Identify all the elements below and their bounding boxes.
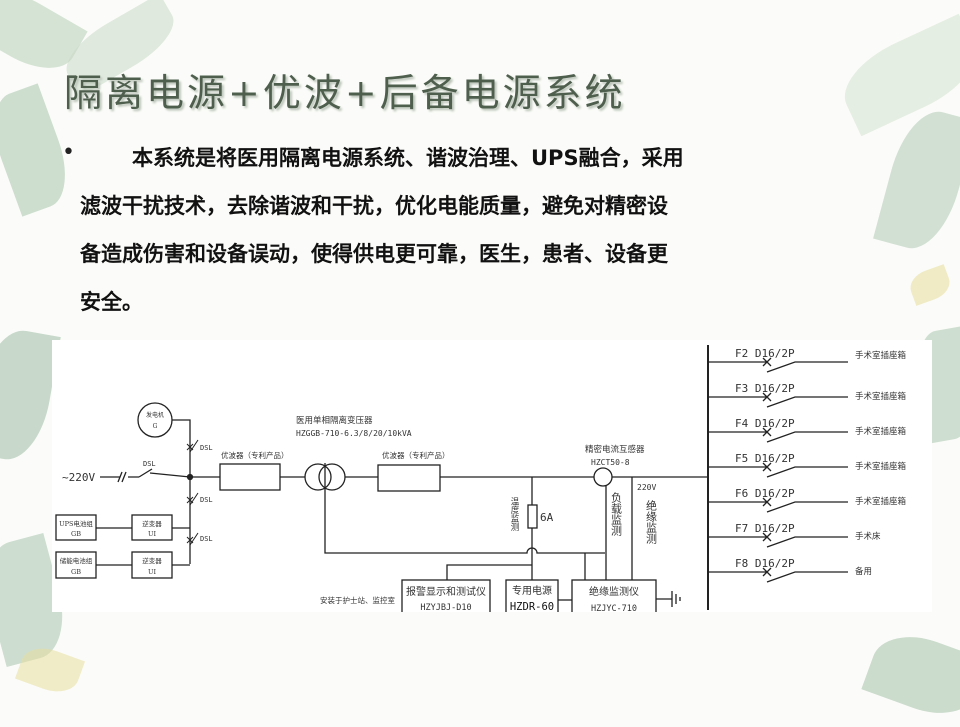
source-voltage-label: ~220V (62, 471, 95, 484)
load-label: 备用 (855, 566, 872, 577)
breaker-symbol (708, 497, 848, 513)
branch-circuit: F7 D16/2P 手术床 (708, 522, 881, 548)
source-line (100, 472, 191, 478)
isolation-transformer: 医用单相隔离变压器 HZGGB-710-6.3/8/20/10kVA (296, 415, 605, 554)
circuit-diagram: 发电机 G ~220V DSL DSL DSL DSL UPS电池组 GB 逆变… (52, 340, 932, 618)
svg-text:温度监测: 温度监测 (509, 496, 519, 532)
paragraph-line: 滤波干扰技术，去除谐波和干扰，优化电能质量，避免对精密设 (80, 194, 668, 218)
dsl-label: DSL (143, 460, 156, 468)
svg-text:GB: GB (71, 530, 81, 538)
storage-battery: 储能电池组 GB (55, 551, 97, 579)
svg-text:DSL: DSL (200, 535, 213, 543)
generator: 发电机 G (137, 402, 191, 564)
paragraph-line: 本系统是将医用隔离电源系统、谐波治理、UPS融合，采用 (132, 146, 684, 170)
paragraph-line: 备造成伤害和设备误动，使得供电更可靠，医生，患者、设备更 (80, 242, 668, 266)
ups-battery: UPS电池组 GB (55, 514, 97, 541)
svg-text:逆变器: 逆变器 (142, 556, 162, 565)
paragraph-line: 安全。 (80, 290, 143, 314)
load-label: 手术床 (855, 531, 881, 542)
svg-text:绝缘监测仪: 绝缘监测仪 (589, 585, 639, 598)
dsl-switch-main (138, 468, 153, 478)
inverter-1: 逆变器 UI (131, 514, 173, 541)
power-model-label: HZDR-60 (510, 601, 554, 612)
load-label: 手术室插座箱 (855, 350, 907, 361)
breaker-label: F2 D16/2P (735, 347, 795, 360)
current-transformer: 精密电流互感器 HZCT50-8 负载监测 (584, 444, 645, 580)
dedicated-power: 专用电源 HZDR-60 (505, 579, 559, 618)
bullet-marker: • (62, 140, 75, 165)
breaker-label: F5 D16/2P (735, 452, 795, 465)
alarm-link (446, 564, 532, 580)
load-label: 手术室插座箱 (855, 426, 907, 437)
breaker-symbol (708, 357, 848, 373)
dsl-switches: DSL DSL DSL (186, 439, 213, 546)
svg-text:HZCT50-8: HZCT50-8 (591, 458, 630, 467)
branch-circuits: F2 D16/2P 手术室插座箱 F3 D16/2P 手术室插座箱 F4 D16/2P 手… (708, 347, 907, 583)
breaker-label: F3 D16/2P (735, 382, 795, 395)
svg-text:G: G (153, 423, 158, 430)
svg-text:医用单相隔离变压器: 医用单相隔离变压器 (296, 415, 373, 426)
load-label: 手术室插座箱 (855, 496, 907, 507)
breaker-label: F6 D16/2P (735, 487, 795, 500)
svg-text:储能电池组: 储能电池组 (60, 556, 93, 565)
insulation-line: 220V 绝缘监测 (631, 477, 658, 580)
svg-text:精密电流互感器: 精密电流互感器 (585, 444, 645, 455)
inverter-2: 逆变器 UI (131, 551, 173, 579)
breaker-label: F8 D16/2P (735, 557, 795, 570)
install-note: 安装于护士站、监控室 (320, 595, 395, 605)
svg-text:HZYJBJ-D10: HZYJBJ-D10 (420, 603, 471, 612)
svg-text:负载监测: 负载监测 (610, 491, 623, 537)
svg-text:DSL: DSL (200, 496, 213, 504)
branch-circuit: F4 D16/2P 手术室插座箱 (708, 417, 907, 443)
branch-circuit: F5 D16/2P 手术室插座箱 (708, 452, 907, 478)
svg-text:专用电源: 专用电源 (512, 584, 552, 597)
branch-circuit: F3 D16/2P 手术室插座箱 (708, 382, 907, 408)
breaker-symbol (708, 567, 848, 583)
svg-text:报警显示和测试仪: 报警显示和测试仪 (406, 585, 486, 598)
svg-text:HZGGB-710-6.3/8/20/10kVA: HZGGB-710-6.3/8/20/10kVA (296, 429, 412, 438)
breaker-symbol (708, 532, 848, 548)
load-label: 手术室插座箱 (855, 461, 907, 472)
breaker-label: F7 D16/2P (735, 522, 795, 535)
branch-circuit: F6 D16/2P 手术室插座箱 (708, 487, 907, 513)
body-paragraph: 本系统是将医用隔离电源系统、谐波治理、UPS融合，采用 滤波干扰技术，去除谐波和… (80, 140, 900, 332)
svg-text:UI: UI (148, 530, 156, 538)
svg-text:GB: GB (71, 568, 81, 576)
branch-circuit: F2 D16/2P 手术室插座箱 (708, 347, 907, 373)
insulation-monitor: 绝缘监测仪 HZJYC-710 (571, 579, 657, 618)
breaker-symbol (708, 462, 848, 478)
svg-text:发电机: 发电机 (146, 411, 164, 419)
ground-icon (656, 591, 681, 607)
svg-text:优波器（专利产品）: 优波器（专利产品） (221, 450, 289, 460)
break-mark (117, 471, 127, 483)
svg-text:UPS电池组: UPS电池组 (59, 519, 93, 528)
svg-text:HZJYC-710: HZJYC-710 (591, 604, 637, 612)
svg-text:绝缘监测: 绝缘监测 (645, 499, 658, 545)
filter-1: 优波器（专利产品） (219, 450, 289, 491)
battery-links (96, 527, 190, 566)
breaker-symbol (708, 427, 848, 443)
svg-text:优波器（专利产品）: 优波器（专利产品） (382, 450, 450, 460)
load-label: 手术室插座箱 (855, 391, 907, 402)
svg-text:UI: UI (148, 568, 156, 576)
svg-text:逆变器: 逆变器 (142, 519, 162, 528)
slide-title: 隔离电源+优波+后备电源系统 (64, 71, 626, 115)
breaker-symbol (708, 392, 848, 408)
filter-2: 优波器（专利产品） (377, 450, 450, 492)
branch-circuit: F8 D16/2P 备用 (708, 557, 872, 583)
svg-text:6A: 6A (540, 511, 554, 524)
fuse-branch: 6A 温度监测 (509, 477, 554, 580)
svg-text:220V: 220V (637, 483, 656, 492)
alarm-tester: 报警显示和测试仪 HZYJBJ-D10 (401, 579, 491, 618)
breaker-label: F4 D16/2P (735, 417, 795, 430)
svg-text:DSL: DSL (200, 444, 213, 452)
